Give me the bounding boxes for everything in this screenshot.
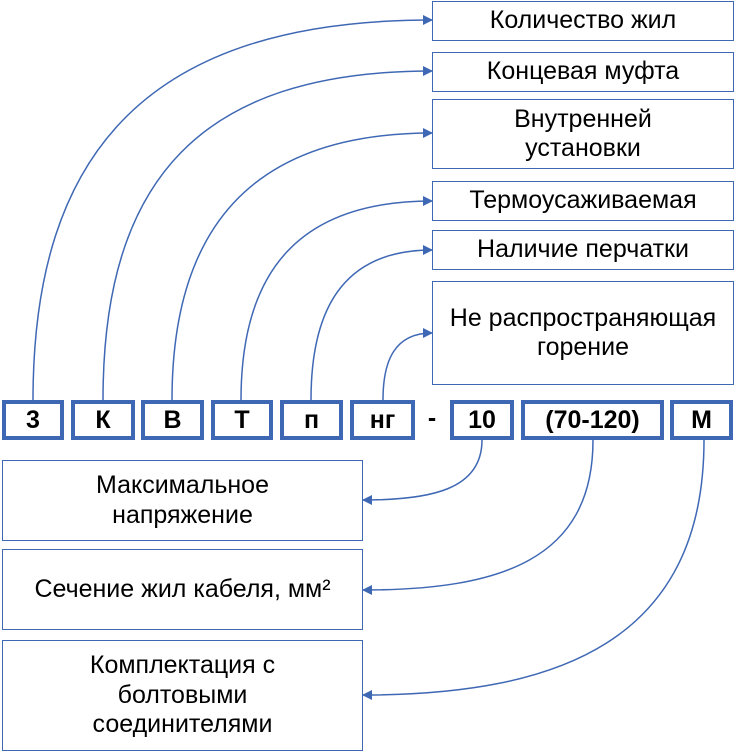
- arrow-1: [32, 15, 433, 401]
- arrow-5: [310, 245, 433, 401]
- arrow-3: [171, 128, 433, 401]
- code-part-heat-shrink: Т: [211, 400, 273, 440]
- arrow-4: [240, 196, 433, 401]
- label-installation: Внутренней установки: [432, 99, 734, 169]
- arrow-7: [362, 439, 483, 505]
- code-part-voltage: 10: [450, 400, 514, 440]
- label-text: Наличие перчатки: [477, 235, 689, 264]
- label-text: Концевая муфта: [486, 57, 680, 86]
- label-text: Сечение жил кабеля, мм²: [34, 574, 331, 603]
- label-cross-section: Сечение жил кабеля, мм²: [2, 549, 363, 630]
- code-part-flame-retardant: нг: [350, 400, 415, 440]
- label-text: Внутренней установки: [514, 104, 652, 163]
- code-separator: -: [427, 404, 437, 432]
- label-heat-shrink: Термоусаживаемая: [432, 181, 734, 221]
- code-part-cores: 3: [2, 400, 64, 440]
- label-termination-type: Концевая муфта: [432, 52, 734, 92]
- label-bolt-connectors: Комплектация с болтовыми соединителями: [2, 640, 363, 751]
- arrow-6: [382, 328, 433, 401]
- label-text: Количество жил: [489, 6, 677, 35]
- label-text: Комплектация с болтовыми соединителями: [89, 651, 276, 739]
- code-part-cross-section: (70-120): [521, 400, 664, 440]
- code-part-bolt-connectors: М: [670, 400, 733, 440]
- label-flame-retardant: Не распространяющая горение: [432, 281, 734, 385]
- arrow-8: [362, 439, 594, 595]
- label-text: Не распространяющая горение: [449, 303, 717, 362]
- code-part-indoor: В: [141, 400, 204, 440]
- label-max-voltage: Максимальное напряжение: [2, 460, 363, 541]
- label-text: Термоусаживаемая: [469, 186, 697, 215]
- arrow-9: [362, 439, 705, 700]
- arrow-2: [102, 66, 433, 401]
- label-core-count: Количество жил: [432, 1, 734, 41]
- code-part-termination: К: [71, 400, 135, 440]
- label-text: Максимальное напряжение: [95, 471, 269, 529]
- label-glove: Наличие перчатки: [432, 230, 734, 270]
- code-part-glove: п: [280, 400, 343, 440]
